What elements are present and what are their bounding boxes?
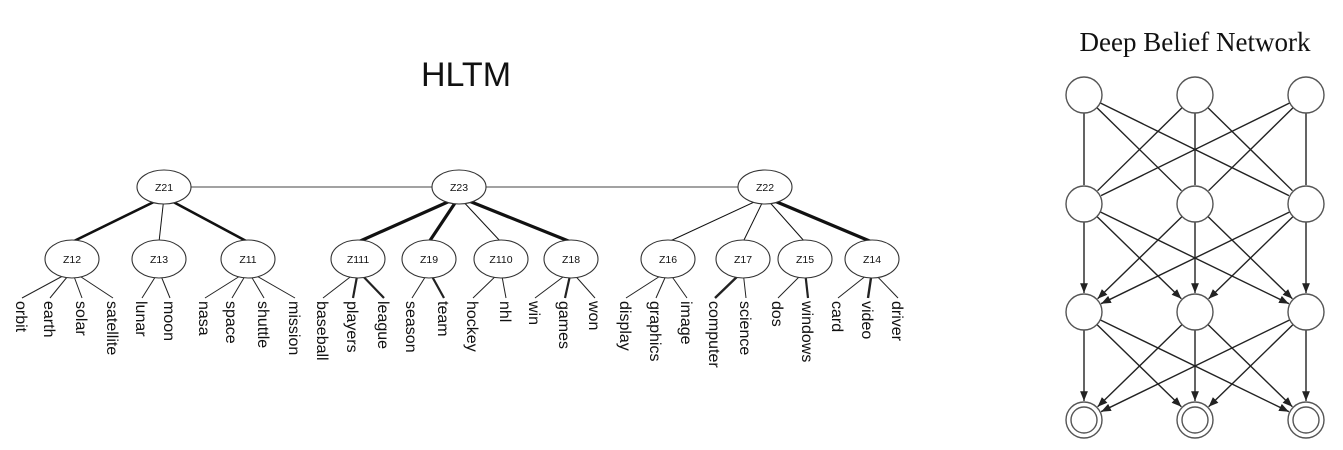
- word-label: satellite: [103, 301, 120, 355]
- word-label: win: [525, 300, 542, 325]
- latent-node-label: Z13: [150, 254, 168, 266]
- hidden-unit: [1065, 293, 1103, 331]
- word-label: card: [828, 301, 845, 332]
- dbn-title: Deep Belief Network: [1080, 27, 1311, 57]
- edge-parent-child: [427, 196, 461, 243]
- word-label: display: [616, 301, 633, 351]
- word-label: hockey: [463, 301, 480, 352]
- word-label: players: [343, 301, 360, 353]
- word-label: moon: [160, 301, 177, 341]
- edge-parent-child: [742, 196, 766, 243]
- edge-parent-child: [357, 195, 460, 244]
- hidden-unit: [1176, 293, 1214, 331]
- word-label: earth: [40, 301, 57, 337]
- directed-edge: [1100, 211, 1291, 305]
- word-label: space: [222, 301, 239, 344]
- edge-parent-child: [667, 196, 766, 243]
- directed-edge: [1208, 324, 1294, 408]
- word-label: league: [374, 301, 391, 349]
- hltm-title: HLTM: [421, 56, 511, 94]
- latent-node: [715, 239, 771, 279]
- word-label: science: [736, 301, 753, 355]
- edge-parent-child: [458, 196, 502, 243]
- hidden-unit: [1287, 185, 1325, 223]
- word-label: graphics: [646, 301, 663, 361]
- latent-node: [220, 239, 276, 279]
- directed-edge: [1097, 216, 1183, 300]
- latent-node-label: Z14: [863, 254, 881, 266]
- word-label: nhl: [496, 301, 513, 322]
- hidden-unit: [1287, 293, 1325, 331]
- latent-node: [777, 239, 833, 279]
- latent-node: [473, 239, 529, 279]
- word-label: driver: [888, 301, 905, 342]
- word-label: windows: [798, 300, 815, 362]
- latent-node: [401, 239, 457, 279]
- word-label: baseball: [313, 301, 330, 361]
- word-label: computer: [705, 301, 722, 368]
- word-label: image: [677, 301, 694, 345]
- visible-unit-inner-ring: [1292, 406, 1320, 434]
- latent-node: [737, 169, 793, 205]
- visible-unit-inner-ring: [1070, 406, 1098, 434]
- word-label: shuttle: [254, 301, 271, 348]
- edge-parent-child: [71, 195, 165, 244]
- latent-node-label: Z17: [734, 254, 752, 266]
- directed-edge: [1208, 216, 1294, 300]
- undirected-edge: [1208, 107, 1294, 192]
- visible-unit-inner-ring: [1181, 406, 1209, 434]
- dbn-network: [1065, 76, 1325, 439]
- latent-node-label: Z11: [239, 254, 256, 266]
- latent-node: [844, 239, 900, 279]
- word-label: lunar: [132, 301, 149, 337]
- word-label: games: [555, 301, 572, 349]
- hidden-unit: [1176, 76, 1214, 114]
- edge-parent-child: [764, 196, 806, 243]
- latent-node-label: Z23: [450, 182, 468, 194]
- word-label: orbit: [12, 301, 29, 333]
- latent-node-label: Z18: [562, 254, 580, 266]
- latent-node: [330, 239, 386, 279]
- latent-node-label: Z21: [155, 182, 173, 194]
- latent-node-label: Z22: [756, 182, 774, 194]
- word-label: dos: [768, 301, 785, 327]
- latent-node: [136, 169, 192, 205]
- latent-node: [543, 239, 599, 279]
- latent-node: [44, 239, 100, 279]
- word-label: team: [434, 301, 451, 337]
- word-label: nasa: [195, 301, 212, 336]
- hidden-unit: [1065, 76, 1103, 114]
- directed-edge: [1100, 319, 1291, 413]
- edge-parent-child: [163, 195, 249, 244]
- edge-parent-child: [458, 195, 572, 244]
- latent-node: [640, 239, 696, 279]
- latent-node-label: Z111: [347, 254, 370, 266]
- undirected-edge: [1100, 102, 1291, 197]
- latent-node-label: Z16: [659, 254, 677, 266]
- edge-parent-child: [764, 195, 873, 244]
- word-label: solar: [72, 301, 89, 336]
- word-label: mission: [285, 301, 302, 355]
- latent-node: [431, 169, 487, 205]
- hidden-unit: [1287, 76, 1325, 114]
- latent-node-label: Z15: [796, 254, 814, 266]
- word-label: won: [585, 300, 602, 330]
- undirected-edge: [1097, 107, 1183, 192]
- latent-node-label: Z19: [420, 254, 438, 266]
- hidden-unit: [1176, 185, 1214, 223]
- latent-node-label: Z110: [489, 254, 512, 266]
- latent-node: [131, 239, 187, 279]
- word-label: video: [858, 301, 875, 339]
- word-label: season: [402, 301, 419, 353]
- directed-edge: [1097, 324, 1183, 408]
- latent-node-label: Z12: [63, 254, 81, 266]
- hidden-unit: [1065, 185, 1103, 223]
